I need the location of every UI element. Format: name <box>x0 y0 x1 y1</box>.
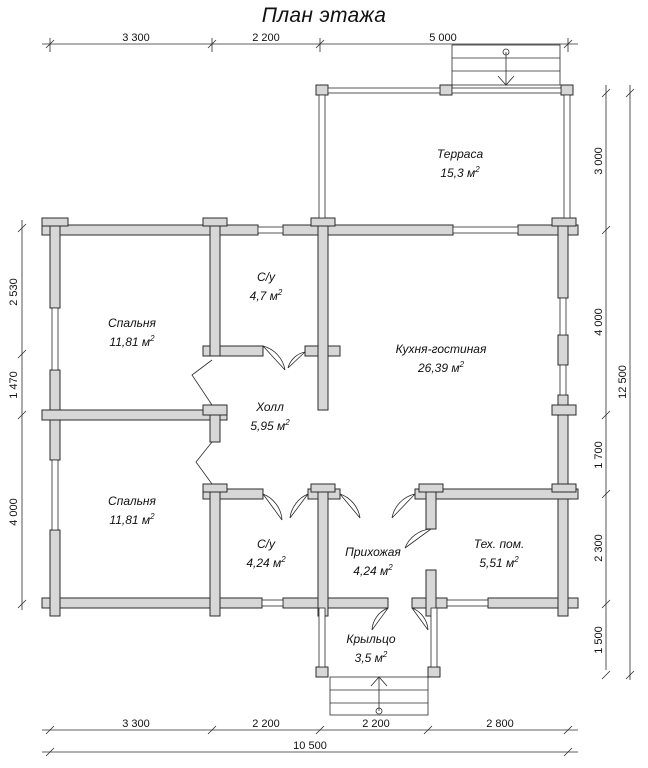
room-name: Спальня <box>108 316 156 330</box>
room-area: 4,24 м2 <box>353 563 393 578</box>
room-utility: Тех. пом. 5,51 м2 <box>474 537 525 571</box>
dim-right-total: 12 500 <box>617 365 629 399</box>
terrace-stairs <box>451 44 561 86</box>
dim-bottom-total: 10 500 <box>293 740 327 752</box>
page-title: План этажа <box>261 4 387 27</box>
room-name: Прихожая <box>345 545 401 559</box>
windows <box>51 87 571 668</box>
dim-bottom-1: 3 300 <box>122 718 150 730</box>
room-name: Кухня-гостиная <box>395 342 487 356</box>
dimension-labels: 3 300 2 200 5 000 3 300 2 200 2 200 2 80… <box>8 32 629 752</box>
room-name: С/у <box>256 270 275 284</box>
room-name: С/у <box>257 537 275 551</box>
room-area: 5,51 м2 <box>479 555 519 570</box>
room-terrace: Терраса 15,3 м2 <box>437 147 483 181</box>
room-bathroom-1: С/у 4,7 м2 <box>250 270 283 304</box>
room-area: 4,24 м2 <box>246 555 286 570</box>
dim-bottom-2: 2 200 <box>252 718 280 730</box>
room-porch: Крыльцо 3,5 м2 <box>346 632 395 666</box>
room-entrance: Прихожая 4,24 м2 <box>345 545 401 579</box>
room-name: Крыльцо <box>346 632 396 646</box>
dim-top-1: 3 300 <box>122 32 150 44</box>
room-area: 3,5 м2 <box>354 650 388 665</box>
dim-right-5: 1 500 <box>593 626 605 654</box>
dim-right-4: 2 300 <box>593 534 605 562</box>
porch-stairs <box>329 676 429 716</box>
dim-right-2: 4 000 <box>593 308 605 336</box>
dim-left-1: 2 530 <box>8 278 20 306</box>
room-area: 4,7 м2 <box>249 288 283 303</box>
dim-right-3: 1 700 <box>593 441 605 469</box>
dim-top-3: 5 000 <box>429 32 457 44</box>
room-area: 11,81 м2 <box>109 334 155 349</box>
room-name: Спальня <box>108 494 156 508</box>
walls <box>41 84 579 678</box>
room-area: 15,3 м2 <box>440 165 480 180</box>
room-area: 5,95 м2 <box>250 418 290 433</box>
room-bedroom-1: Спальня 11,81 м2 <box>108 316 156 350</box>
room-area: 26,39 м2 <box>417 360 465 375</box>
room-name: Терраса <box>436 147 484 161</box>
dim-bottom-3: 2 200 <box>362 718 390 730</box>
room-bathroom-2: С/у 4,24 м2 <box>246 537 285 571</box>
room-hall: Холл 5,95 м2 <box>250 400 289 434</box>
dim-top-2: 2 200 <box>252 32 280 44</box>
room-kitchen-living: Кухня-гостиная 26,39 м2 <box>396 342 487 376</box>
room-area: 11,81 м2 <box>109 512 155 527</box>
room-name: Тех. пом. <box>473 537 525 551</box>
dim-left-3: 4 000 <box>8 498 20 526</box>
room-bedroom-2: Спальня 11,81 м2 <box>108 494 156 528</box>
doors <box>191 345 432 631</box>
dim-left-2: 1 470 <box>8 371 20 399</box>
room-name: Холл <box>256 400 284 414</box>
dim-right-1: 3 000 <box>593 147 605 175</box>
dim-bottom-4: 2 800 <box>486 718 514 730</box>
dimension-lines <box>17 38 635 757</box>
